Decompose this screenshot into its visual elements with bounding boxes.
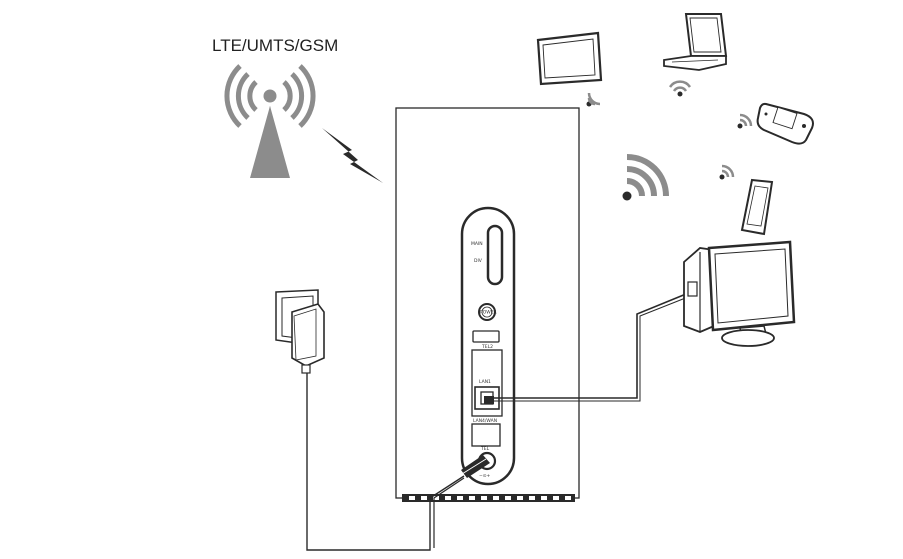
div-antenna-label: DIV (474, 258, 483, 264)
smartphone-icon (740, 178, 774, 236)
power-button[interactable] (478, 303, 496, 321)
wifi-signal-icon (737, 113, 753, 129)
power-adapter-icon (291, 303, 325, 374)
lightning-icon (322, 128, 383, 183)
network-label: LTE/UMTS/GSM (212, 36, 338, 55)
cell-tower-icon (224, 64, 316, 178)
wifi-signal-icon (719, 164, 735, 180)
wifi-signal-icon (586, 92, 601, 107)
tel-port-label: TEL (480, 446, 490, 452)
power-cable (306, 372, 490, 551)
main-antenna-label: MAIN (471, 241, 483, 247)
laptop-icon (663, 13, 728, 71)
tel2-port-label: TEL2 (481, 344, 493, 350)
router: MAIN DIV POWER TEL2 LAN1 LAN4/WAN TEL −⊙… (395, 107, 580, 502)
game-console-icon (756, 102, 814, 145)
power-polarity-label: −⊙+ (479, 473, 491, 479)
power-button-label: POWER (480, 310, 497, 316)
wifi-signal-icon (668, 80, 692, 97)
ethernet-cable (484, 293, 689, 404)
wifi-signal-icon (622, 154, 669, 201)
lan1-port-label: LAN1 (479, 379, 491, 385)
tablet-icon (536, 31, 603, 86)
lan-wan-port-label: LAN4/WAN (473, 418, 497, 424)
desktop-computer-icon (683, 240, 796, 347)
